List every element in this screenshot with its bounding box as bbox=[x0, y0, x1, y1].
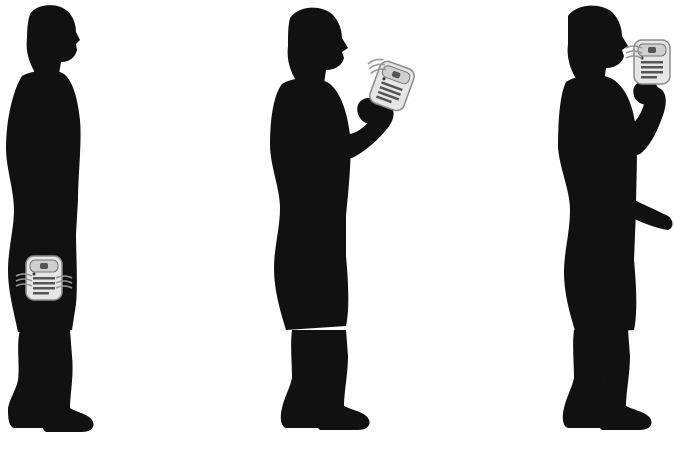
figure-1-silhouette bbox=[6, 5, 94, 432]
